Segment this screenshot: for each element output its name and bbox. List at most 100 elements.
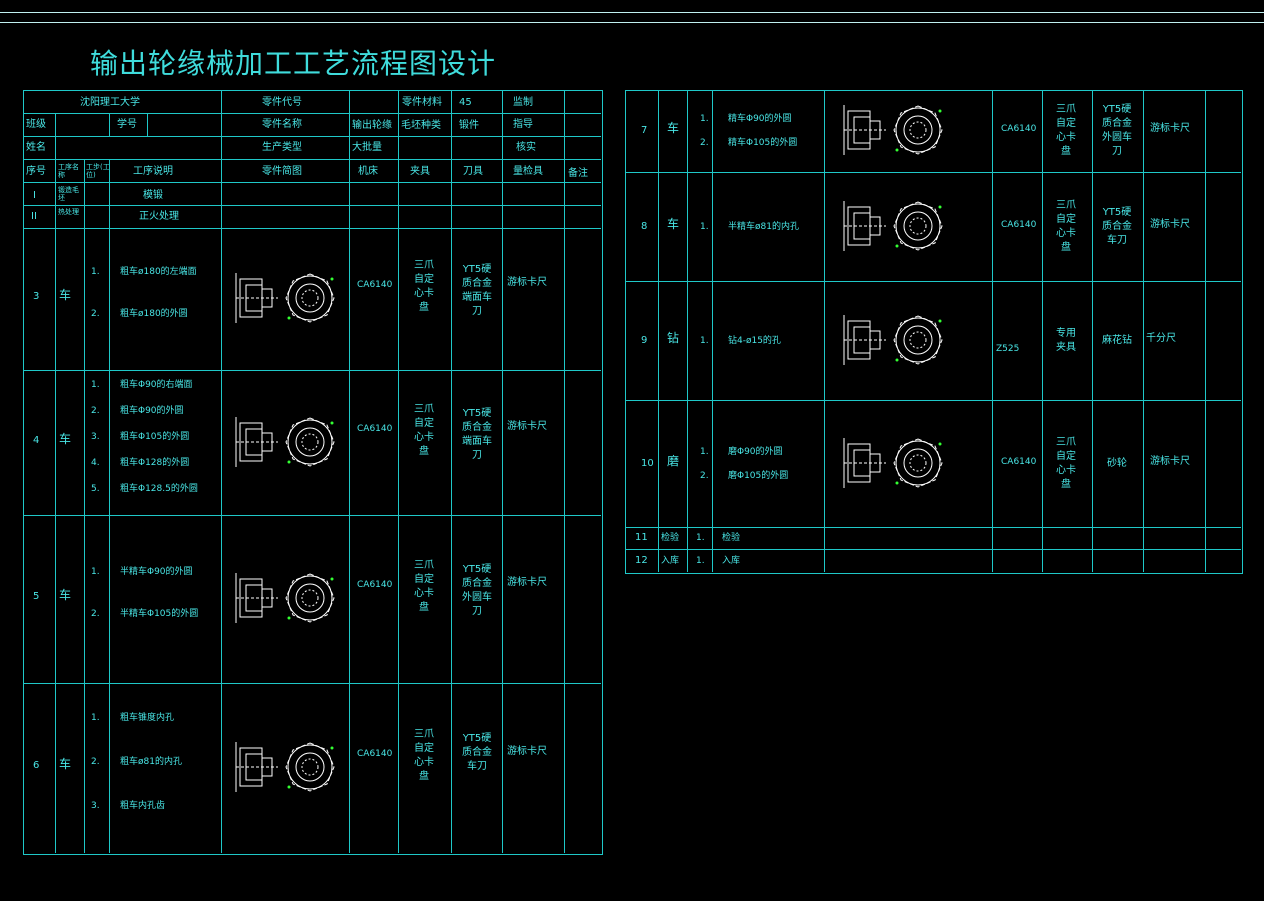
row-12-name: 入库	[661, 555, 680, 566]
row-7-fixture-line: 三爪	[1056, 104, 1076, 115]
row-8-name: 车	[667, 216, 680, 231]
row-9-fixture-line: 夹具	[1056, 341, 1076, 353]
row-10-name: 磨	[667, 453, 680, 468]
row-3-desc: 粗车ø180的左端面	[120, 267, 197, 277]
row-6-fixture: 三爪自定心卡盘	[402, 728, 446, 784]
row-8-fixture-line: 心卡	[1056, 227, 1076, 239]
row-5-name: 车	[59, 588, 72, 602]
row-8-fixture-line: 盘	[1061, 241, 1071, 253]
row-10-fixture-line: 心卡	[1056, 464, 1076, 476]
row-6-seq: 6	[33, 760, 40, 771]
blank-type-label: 毛坯种类	[401, 120, 441, 131]
row-7-fixture-line: 心卡	[1056, 132, 1076, 143]
left-col-divider	[109, 159, 110, 853]
row-5-step: 2.	[91, 609, 100, 619]
row-7-desc: 精车Φ105的外圆	[728, 138, 798, 148]
left-row-divider	[23, 113, 601, 114]
row-5-tool-line: 质合金	[462, 578, 492, 589]
row-7-seq: 7	[641, 125, 648, 136]
right-row-divider	[625, 549, 1241, 550]
col-proc-name: 工序名称	[58, 163, 79, 179]
row-5-tool-line: 外圆车	[462, 592, 492, 603]
left-col-divider	[109, 113, 110, 136]
row-5-fixture-line: 自定	[414, 574, 434, 585]
row-10-desc: 磨Φ105的外圆	[728, 470, 789, 481]
part-name-value: 输出轮缘	[352, 120, 392, 131]
row-I-name: 锻造毛坯	[58, 186, 79, 202]
row-I-seq: I	[33, 190, 36, 201]
row-5-gauge: 游标卡尺	[507, 577, 547, 588]
row-5-fixture-line: 盘	[419, 602, 429, 613]
row-3-machine: CA6140	[357, 280, 393, 290]
left-row-divider	[23, 683, 601, 684]
row-5-tool-line: YT5硬	[462, 564, 492, 575]
row-9-machine: Z525	[996, 343, 1020, 354]
top-border-line	[0, 12, 1264, 13]
row-4-step: 5.	[91, 483, 100, 494]
row-3-tool-line: 刀	[472, 306, 482, 317]
right-col-divider	[658, 90, 659, 572]
row-9-fixture-line: 专用	[1056, 327, 1076, 339]
row-10-machine: CA6140	[1001, 456, 1037, 467]
left-col-divider	[451, 90, 452, 159]
row-9-gauge: 千分尺	[1146, 332, 1176, 344]
left-col-divider	[564, 159, 565, 853]
row-4-step: 2.	[91, 405, 100, 416]
row-8-step: 1.	[700, 221, 709, 232]
school-name: 沈阳理工大学	[80, 97, 140, 108]
row-10-fixture-line: 盘	[1061, 478, 1071, 490]
row-6-tool: YT5硬质合金车刀	[455, 732, 499, 774]
production-type-label: 生产类型	[262, 142, 302, 153]
row-6-desc: 粗车ø81的内孔	[120, 757, 182, 767]
row-6-tool-line: 车刀	[467, 761, 487, 772]
row-11-desc: 检验	[722, 533, 741, 543]
row-4-seq: 4	[33, 434, 40, 446]
row-11-name: 检验	[661, 533, 680, 543]
row-8-tool-line: 质合金	[1102, 220, 1132, 232]
right-process-table	[625, 90, 1243, 574]
row-5-step: 1.	[91, 567, 100, 577]
row-4-tool-line: 刀	[472, 449, 482, 461]
class-label: 班级	[26, 119, 46, 130]
row-9-name: 钻	[667, 330, 680, 345]
material-value: 45	[459, 97, 472, 108]
row-3-step: 1.	[91, 267, 100, 277]
row-8-fixture-line: 三爪	[1056, 199, 1076, 211]
col-desc: 工序说明	[133, 166, 173, 177]
row-9-step: 1.	[700, 335, 709, 346]
row-4-desc: 粗车Φ128.5的外圆	[120, 483, 198, 494]
left-process-table	[23, 90, 603, 855]
row-8-seq: 8	[641, 220, 648, 232]
row-7-fixture-line: 盘	[1061, 146, 1071, 157]
row-4-tool-line: 端面车	[462, 435, 492, 447]
row-8-desc: 半精车ø81的内孔	[728, 221, 799, 232]
row-3-seq: 3	[33, 291, 40, 302]
row-6-desc: 粗车锥度内孔	[120, 713, 175, 723]
col-gauge: 量检具	[513, 166, 543, 177]
row-10-tool-line: 砂轮	[1107, 457, 1127, 469]
row-4-tool-line: YT5硬	[462, 407, 492, 419]
part-sketch-row-10	[843, 437, 943, 488]
row-4-machine: CA6140	[357, 423, 393, 434]
left-col-divider	[84, 159, 85, 853]
part-sketch-row-9	[843, 314, 943, 365]
row-5-seq: 5	[33, 591, 40, 602]
row-6-step: 2.	[91, 757, 100, 767]
part-sketch-row-4	[235, 416, 335, 467]
row-II-seq: II	[31, 211, 37, 222]
row-6-machine: CA6140	[357, 749, 393, 759]
left-col-divider	[55, 159, 56, 853]
row-6-fixture-line: 自定	[414, 743, 434, 754]
row-3-fixture-line: 三爪	[414, 260, 434, 271]
row-3-desc: 粗车ø180的外圆	[120, 309, 188, 319]
row-6-desc: 粗车内孔齿	[120, 801, 166, 811]
row-7-tool-line: 外圆车	[1102, 132, 1132, 143]
row-9-seq: 9	[641, 334, 648, 346]
row-7-desc: 精车Φ90的外圆	[728, 114, 792, 124]
row-3-tool-line: YT5硬	[462, 264, 492, 275]
row-II-name: 热处理	[58, 208, 79, 216]
row-6-fixture-line: 心卡	[414, 757, 434, 768]
row-3-tool: YT5硬质合金端面车刀	[455, 263, 499, 319]
row-7-tool-line: 刀	[1112, 146, 1122, 157]
row-10-fixture: 三爪自定心卡盘	[1046, 436, 1086, 492]
